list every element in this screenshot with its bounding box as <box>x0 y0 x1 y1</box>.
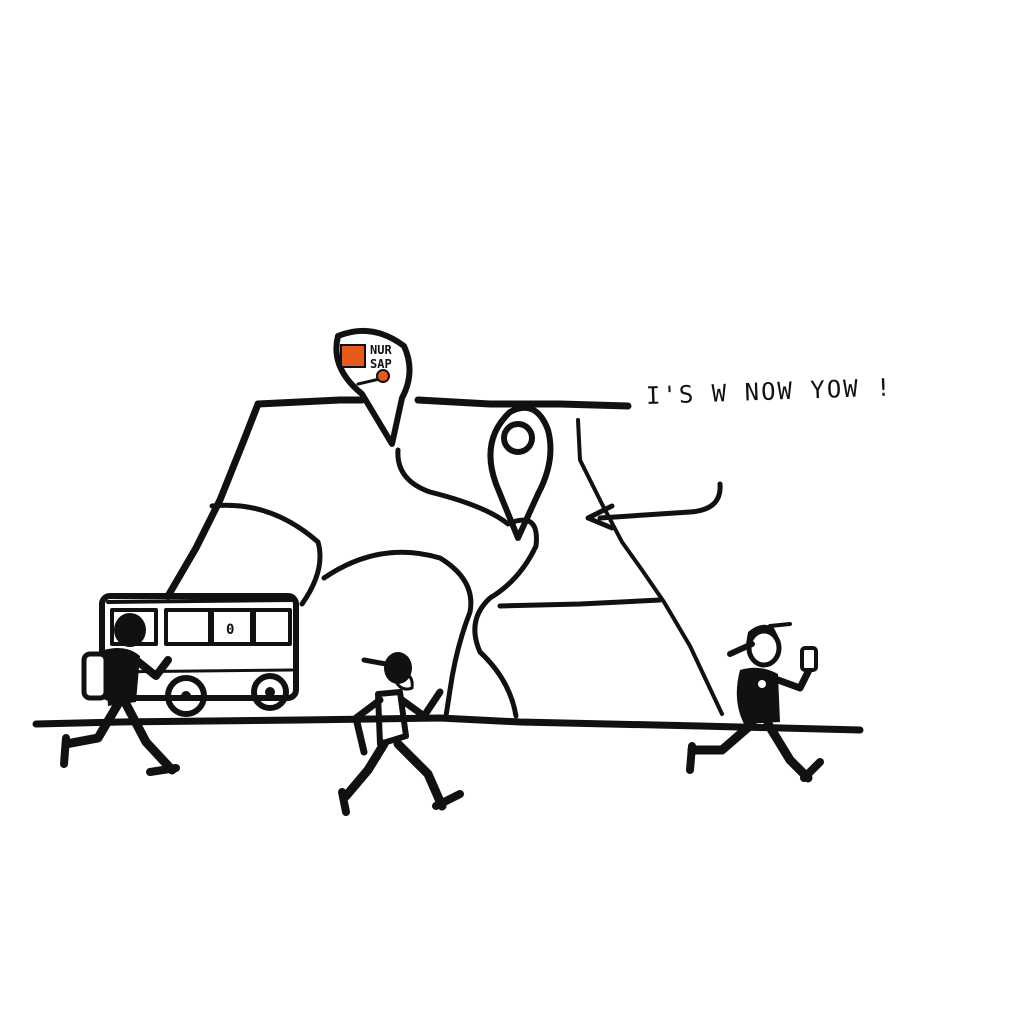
ponytail <box>361 657 389 667</box>
route-cross-road <box>497 597 663 609</box>
route-left-curve <box>209 502 323 607</box>
ground-line <box>32 714 864 734</box>
bus-wheel <box>251 673 289 711</box>
bus-wheel <box>165 675 207 717</box>
torso <box>104 648 140 706</box>
bus: 0 <box>99 593 299 717</box>
route-right-edge <box>576 418 724 716</box>
shoe <box>800 758 824 782</box>
pin-hole <box>501 421 535 455</box>
pin-shape <box>487 404 554 541</box>
arrow-icon <box>585 481 723 531</box>
pin-sign-line1: NUR <box>370 343 392 357</box>
cap-brim <box>768 622 792 628</box>
shoe <box>432 790 464 810</box>
orange-square-icon <box>340 344 366 368</box>
orange-dot-icon <box>376 369 390 383</box>
arm <box>774 664 814 692</box>
leg <box>61 699 123 749</box>
leg <box>763 719 813 783</box>
bus-window <box>252 608 292 646</box>
leg <box>121 699 177 775</box>
phone-icon <box>800 646 818 672</box>
bus-roof <box>106 598 294 604</box>
bus-hub <box>181 691 191 701</box>
route-top-road <box>254 396 632 410</box>
arm <box>132 656 172 680</box>
runner-center <box>338 652 464 816</box>
leg <box>393 739 447 811</box>
bus-window-mark: 0 <box>226 622 234 638</box>
location-pin-icon <box>487 404 554 541</box>
bus-window <box>164 608 212 646</box>
route-left-edge <box>164 400 262 600</box>
runner-with-phone <box>686 622 824 783</box>
torso <box>736 667 780 724</box>
head <box>384 652 412 684</box>
leg <box>341 739 389 801</box>
head <box>114 613 146 647</box>
arm <box>352 696 384 756</box>
bus-body <box>99 593 299 701</box>
shoe <box>60 734 70 768</box>
runner-with-backpack <box>60 613 180 776</box>
route-middle-arc <box>321 549 474 719</box>
torso <box>375 689 409 747</box>
route-map <box>164 396 724 719</box>
badge-icon <box>758 680 766 688</box>
shoe <box>146 764 180 776</box>
head <box>746 628 782 668</box>
shoe <box>686 742 696 774</box>
route-winding <box>395 447 539 719</box>
hair <box>727 641 755 657</box>
face <box>394 670 414 691</box>
arm <box>398 688 444 720</box>
leg <box>687 719 757 755</box>
backpack <box>81 651 109 701</box>
bus-hub <box>265 687 275 697</box>
shoe <box>338 788 350 816</box>
pin-sign-line2: SAP <box>370 357 392 371</box>
shop-location-pin: NUR SAP <box>333 327 413 447</box>
